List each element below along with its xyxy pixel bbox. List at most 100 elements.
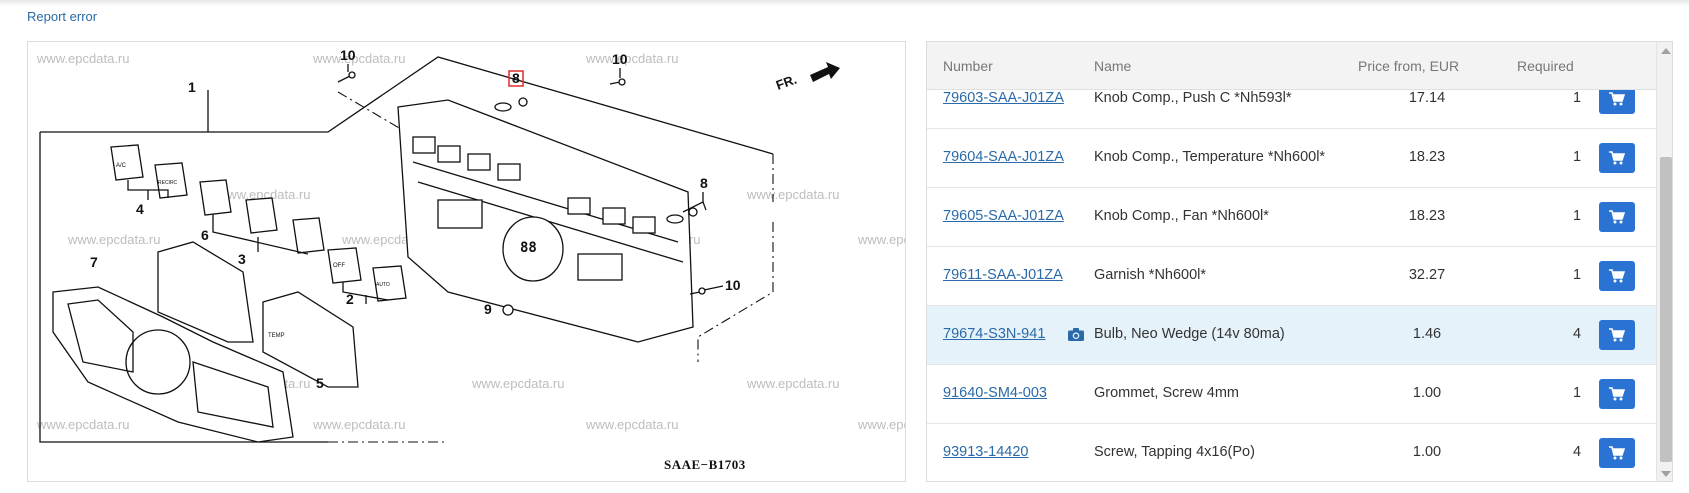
part-number-link[interactable]: 79611-SAA-J01ZA (943, 267, 1063, 283)
callout-10-right: 10 (612, 51, 628, 67)
watermark: www.epcdata.ru (312, 51, 406, 66)
add-to-cart-button[interactable] (1599, 261, 1635, 291)
part-price: 18.23 (1408, 208, 1446, 224)
part-number-link[interactable]: 79603-SAA-J01ZA (943, 90, 1064, 106)
unit-window (577, 253, 623, 281)
svg-text:A/C: A/C (116, 163, 127, 169)
watermark: www.epcdata.ru (67, 232, 161, 247)
callout-2: 2 (346, 291, 354, 307)
add-to-cart-button[interactable] (1599, 143, 1635, 173)
watermark: www.epcdata.ru (857, 232, 906, 247)
scroll-thumb[interactable] (1660, 157, 1672, 462)
parts-table-panel: Number Name Price from, EUR Required 796… (926, 41, 1673, 482)
watermark: www.epcdata.ru (36, 417, 130, 432)
callout-5: 5 (316, 375, 324, 391)
watermark: www.epcdata.ru (471, 376, 565, 391)
cart-icon (1609, 210, 1625, 224)
cart-icon (1609, 387, 1625, 401)
svg-text:OFF: OFF (333, 263, 345, 269)
unit-window (437, 199, 483, 229)
knob-off (327, 247, 362, 284)
table-row: 91640-SM4-003 Grommet, Screw 4mm 1.00 1 (927, 365, 1656, 424)
part-number-text: 79674-S3N-941 (943, 326, 1046, 342)
parts-rows: 79603-SAA-J01ZA Knob Comp., Push C *Nh59… (927, 70, 1656, 481)
knob-buttons: A/C RECIRC OFF AUTO (110, 144, 407, 304)
svg-text:TEMP: TEMP (268, 333, 285, 339)
fasteners (337, 71, 706, 316)
unit-button (412, 136, 436, 154)
part-name: Bulb, Neo Wedge (14v 80ma) (1094, 326, 1285, 342)
watermark: www.epcdata.ru (585, 51, 679, 66)
report-error-link[interactable]: Report error (27, 9, 98, 24)
cart-icon (1609, 446, 1625, 460)
part-number-link[interactable]: 79605-SAA-J01ZA (943, 208, 1064, 224)
part-required: 1 (1572, 208, 1582, 224)
callout-10-left: 10 (340, 47, 356, 63)
top-shadow (0, 0, 1689, 6)
scroll-up-arrow-icon[interactable] (1661, 48, 1671, 54)
table-scrollbar[interactable] (1656, 42, 1672, 481)
callout-8-top: 8 (512, 70, 520, 86)
part-name: Garnish *Nh600l* (1094, 267, 1207, 283)
cart-icon (1609, 328, 1625, 342)
part-name: Grommet, Screw 4mm (1094, 385, 1240, 401)
parts-diagram[interactable]: www.epcdata.ru www.epcdata.ru www.epcdat… (27, 41, 906, 482)
watermark: www.epcdata.ru (312, 417, 406, 432)
part-required: 1 (1572, 267, 1582, 283)
watermark: www.epcdata.ru (857, 417, 906, 432)
add-to-cart-button[interactable] (1599, 202, 1635, 232)
table-header: Number Name Price from, EUR Required (927, 42, 1656, 90)
callout-4: 4 (136, 201, 144, 217)
add-to-cart-button[interactable] (1599, 438, 1635, 468)
part-number-link[interactable]: 79604-SAA-J01ZA (943, 149, 1064, 165)
unit-button (632, 216, 656, 234)
callout-9: 9 (484, 301, 492, 317)
svg-text:FR.: FR. (774, 72, 799, 93)
table-row: 79611-SAA-J01ZA Garnish *Nh600l* 32.27 1 (927, 247, 1656, 306)
header-required: Required (1517, 58, 1574, 74)
part-price: 1.46 (1412, 326, 1442, 342)
garnish (52, 286, 294, 443)
part-name: Knob Comp., Fan *Nh600l* (1094, 208, 1269, 224)
knob-recirc (154, 162, 188, 199)
part-number-link[interactable]: 91640-SM4-003 (943, 385, 1047, 401)
watermark: www.epcdata.ru (217, 187, 311, 202)
cart-icon (1609, 269, 1625, 283)
part-name: Screw, Tapping 4x16(Po) (1094, 444, 1255, 460)
watermark: www.epcdata.ru (746, 187, 840, 202)
table-row: 79605-SAA-J01ZA Knob Comp., Fan *Nh600l*… (927, 188, 1656, 247)
knob-auto (372, 265, 407, 302)
table-row-highlighted: 79674-S3N-941 Bulb, Neo Wedge (14v 80ma)… (927, 306, 1656, 365)
part-price: 32.27 (1408, 267, 1446, 283)
watermark: www.epcdata.ru (746, 376, 840, 391)
part-price: 1.00 (1412, 385, 1442, 401)
callout-6: 6 (201, 227, 209, 243)
control-unit: 88 (397, 99, 694, 343)
table-row: 79604-SAA-J01ZA Knob Comp., Temperature … (927, 129, 1656, 188)
scroll-down-arrow-icon[interactable] (1661, 471, 1671, 477)
unit-button (602, 207, 626, 225)
unit-button (437, 145, 461, 163)
add-to-cart-button[interactable] (1599, 320, 1635, 350)
knob-ac (110, 144, 144, 181)
part-number-link[interactable]: 93913-14420 (943, 444, 1029, 460)
part-required: 4 (1572, 444, 1582, 460)
cart-icon (1609, 92, 1625, 106)
part-price: 18.23 (1408, 149, 1446, 165)
part-required: 1 (1572, 90, 1582, 106)
selected-callout-marker (508, 70, 524, 87)
callout-1: 1 (188, 79, 196, 95)
watermark: www.epcdata.ru (36, 51, 130, 66)
cart-icon (1609, 151, 1625, 165)
knob-temperature (262, 291, 359, 388)
header-price: Price from, EUR (1358, 58, 1460, 74)
watermark: www.epcdata.ru (585, 417, 679, 432)
svg-text:88: 88 (520, 240, 537, 256)
camera-icon[interactable] (1068, 328, 1084, 341)
table-row: 79603-SAA-J01ZA Knob Comp., Push C *Nh59… (927, 70, 1656, 129)
unit-button (567, 197, 591, 215)
part-number-link[interactable]: 79674-S3N-941 (943, 326, 1045, 342)
front-direction-arrow: FR. (774, 62, 840, 93)
add-to-cart-button[interactable] (1599, 379, 1635, 409)
part-required: 1 (1572, 385, 1582, 401)
